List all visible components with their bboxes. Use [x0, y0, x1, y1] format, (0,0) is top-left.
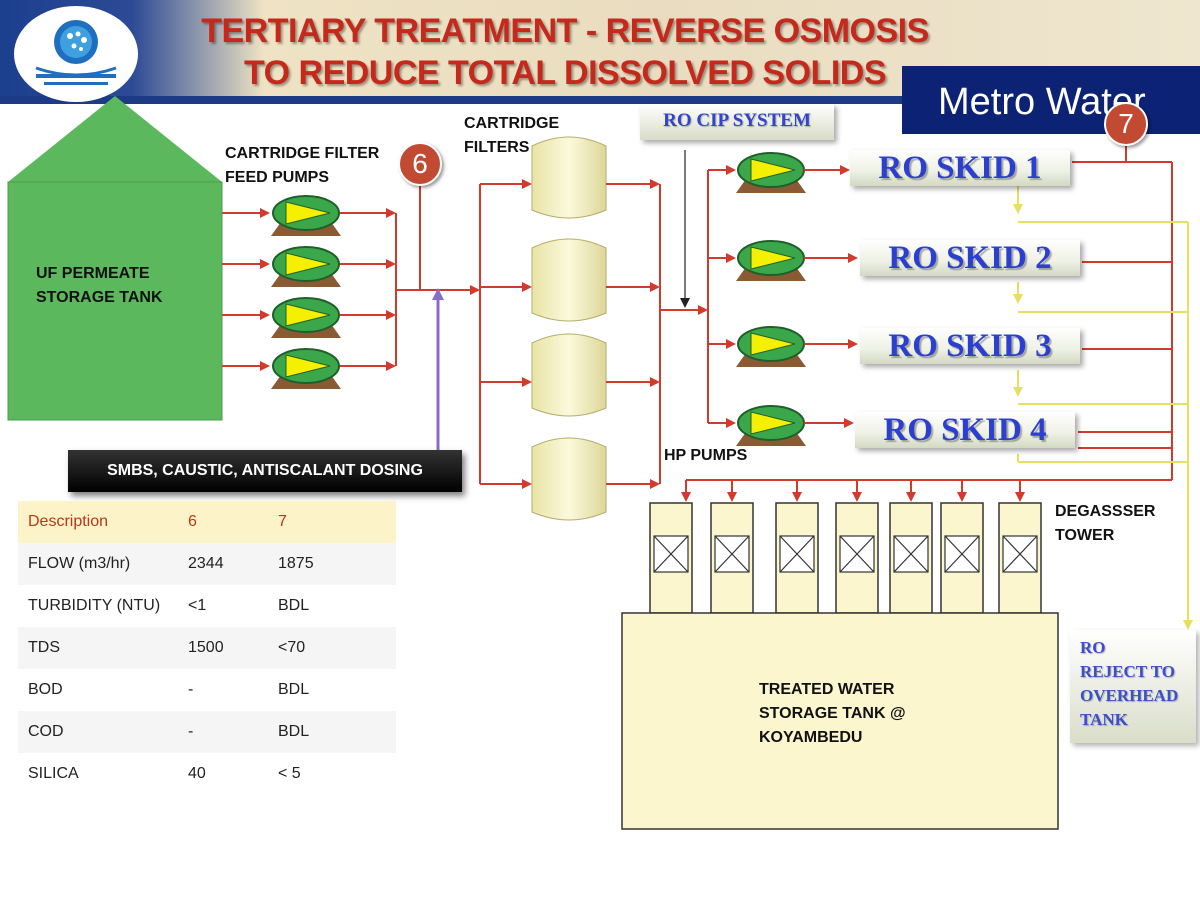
degasser-label-line-2: TOWER — [1055, 527, 1115, 544]
ro-reject-line-3: OVERHEAD — [1080, 686, 1179, 705]
hp-pump-4 — [736, 405, 806, 446]
row-point-7: BDL — [268, 669, 396, 711]
cartridge-filter-4 — [531, 437, 607, 521]
table-header-point-7: 7 — [268, 501, 396, 543]
table-header-description: Description — [18, 501, 178, 543]
metro-water-logo — [14, 6, 138, 102]
hp-pump-2 — [736, 240, 806, 281]
cartridge-filter-2 — [531, 238, 607, 322]
page-title: TERTIARY TREATMENT - REVERSE OSMOSIS TO … — [150, 10, 980, 94]
brand-box — [902, 66, 1200, 134]
table-row: BOD - BDL — [18, 669, 396, 711]
row-description: TDS — [18, 627, 178, 669]
sampling-point-6-badge: 6 — [398, 142, 442, 186]
table-header-point-6: 6 — [178, 501, 268, 543]
cartridge-label-line-1: CARTRIDGE — [464, 115, 560, 132]
cf-feed-pump-2 — [271, 246, 341, 287]
treated-water-storage-tank — [621, 612, 1059, 830]
table-row: SILICA 40 < 5 — [18, 753, 396, 795]
sampling-point-7-badge: 7 — [1104, 102, 1148, 146]
hp-pump-3 — [736, 326, 806, 367]
cf-feed-pump-3 — [271, 297, 341, 338]
cf-pumps-label: CARTRIDGE FILTER FEED PUMPS — [225, 142, 379, 190]
cartridge-filter-3 — [531, 333, 607, 417]
treated-label-line-1: TREATED WATER — [759, 681, 895, 698]
ro-reject-pipes — [681, 140, 1173, 502]
row-point-6: <1 — [178, 585, 268, 627]
chemical-dosing-label: SMBS, CAUSTIC, ANTISCALANT DOSING — [68, 450, 462, 492]
ro-permeate-pipes — [1013, 186, 1193, 630]
row-point-7: BDL — [268, 585, 396, 627]
uf-tank-label-line-1: UF PERMEATE — [36, 265, 150, 282]
tank-outlet-pipes — [222, 208, 270, 371]
uf-permeate-storage-tank — [7, 96, 223, 421]
header-band — [0, 96, 1200, 104]
row-point-6: - — [178, 669, 268, 711]
row-description: COD — [18, 711, 178, 753]
row-point-6: 40 — [178, 753, 268, 795]
title-line-2: TO REDUCE TOTAL DISSOLVED SOLIDS — [243, 54, 887, 92]
treated-label-line-2: STORAGE TANK @ — [759, 705, 906, 722]
cf-feed-pump-1 — [271, 195, 341, 236]
row-point-6: - — [178, 711, 268, 753]
row-point-7: BDL — [268, 711, 396, 753]
hp-pump-1 — [736, 152, 806, 193]
table-row: TURBIDITY (NTU) <1 BDL — [18, 585, 396, 627]
cf-pump-discharge-pipes — [340, 180, 480, 371]
ro-reject-line-2: REJECT TO — [1080, 662, 1175, 681]
cf-pumps-label-line-2: FEED PUMPS — [225, 169, 330, 186]
row-point-7: <70 — [268, 627, 396, 669]
ro-skid-1: RO SKID 1 — [850, 150, 1070, 186]
table-row: TDS 1500 <70 — [18, 627, 396, 669]
cartridge-inlet-pipes — [479, 179, 532, 489]
cartridge-filter-1 — [531, 136, 607, 219]
cartridge-outlet-pipes — [606, 165, 736, 489]
ro-reject-box: RO REJECT TO OVERHEAD TANK — [1070, 630, 1196, 743]
row-description: FLOW (m3/hr) — [18, 543, 178, 585]
cartridge-filters-label: CARTRIDGE FILTERS — [464, 112, 559, 160]
uf-tank-label-line-2: STORAGE TANK — [36, 289, 163, 306]
title-line-1: TERTIARY TREATMENT - REVERSE OSMOSIS — [201, 12, 929, 50]
table-row: FLOW (m3/hr) 2344 1875 — [18, 543, 396, 585]
degasser-label-line-1: DEGASSSER — [1055, 503, 1156, 520]
hp-pumps-label: HP PUMPS — [664, 447, 748, 464]
cf-feed-pump-4 — [271, 348, 341, 389]
ro-reject-line-1: RO — [1080, 638, 1106, 657]
ro-cip-system-box: RO CIP SYSTEM — [640, 104, 834, 140]
cartridge-label-line-2: FILTERS — [464, 139, 530, 156]
water-quality-table: Description 6 7 FLOW (m3/hr) 2344 1875 T… — [18, 501, 396, 795]
treated-label-line-3: KOYAMBEDU — [759, 729, 863, 746]
row-point-7: 1875 — [268, 543, 396, 585]
row-description: TURBIDITY (NTU) — [18, 585, 178, 627]
row-description: BOD — [18, 669, 178, 711]
row-point-6: 2344 — [178, 543, 268, 585]
degasser-tower-packing — [653, 535, 1038, 573]
treated-water-tank-label: TREATED WATER STORAGE TANK @ KOYAMBEDU — [759, 678, 906, 750]
uf-tank-label: UF PERMEATE STORAGE TANK — [36, 262, 163, 310]
row-description: SILICA — [18, 753, 178, 795]
row-point-6: 1500 — [178, 627, 268, 669]
ro-skid-3: RO SKID 3 — [860, 328, 1080, 364]
hp-pump-discharge-pipes — [804, 165, 858, 428]
cf-pumps-label-line-1: CARTRIDGE FILTER — [225, 145, 380, 162]
table-row: COD - BDL — [18, 711, 396, 753]
degasser-tower-label: DEGASSSER TOWER — [1055, 500, 1155, 548]
ro-reject-line-4: TANK — [1080, 710, 1128, 729]
ro-skid-2: RO SKID 2 — [860, 240, 1080, 276]
table-header-row: Description 6 7 — [18, 501, 396, 543]
row-point-7: < 5 — [268, 753, 396, 795]
ro-skid-4: RO SKID 4 — [855, 412, 1075, 448]
